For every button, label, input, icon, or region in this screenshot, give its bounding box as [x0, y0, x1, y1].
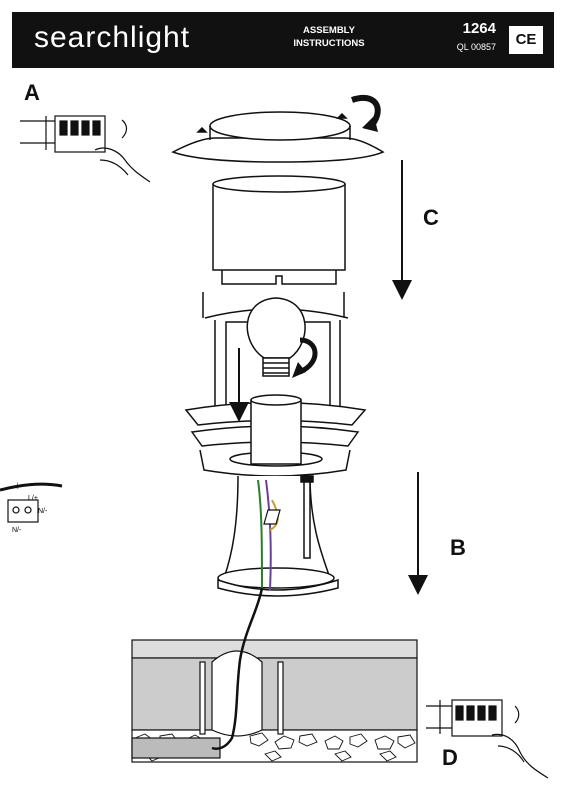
step-label-a: A [24, 80, 40, 105]
lamp-lid [171, 111, 385, 163]
title-line-1: ASSEMBLY [303, 25, 355, 36]
rotate-arrow-bulb [298, 337, 318, 375]
title-line-2: INSTRUCTIONS [293, 38, 365, 49]
document-title: ASSEMBLY INSTRUCTIONS [274, 24, 384, 50]
earth-wire [257, 479, 263, 591]
model-number: 1264 [462, 20, 496, 37]
light-bulb [246, 297, 306, 377]
step-label-c: C [423, 205, 439, 230]
terminal-block-d [426, 699, 549, 779]
brand-logo: searchlight [34, 21, 191, 54]
step-label-d: D [442, 745, 458, 770]
step-label-b: B [450, 535, 466, 560]
connector-block [263, 509, 281, 525]
ce-mark: CE [509, 26, 543, 54]
terminal-block-a [20, 115, 151, 183]
fixing-bolt [300, 475, 314, 559]
earth-label: ⏚ [14, 482, 21, 490]
neutral-label-2: N/- [12, 527, 22, 534]
ground-section [131, 639, 418, 763]
supply-cable [211, 587, 264, 750]
live-label: L/+ [28, 495, 38, 502]
neutral-label-1: N/- [38, 508, 48, 515]
document-code: QL 00857 [456, 42, 496, 52]
connection-detail [0, 482, 63, 523]
lamp-shade [212, 175, 346, 285]
lamp-base [217, 475, 339, 597]
header-bar: searchlight ASSEMBLY INSTRUCTIONS 1264 Q… [12, 12, 554, 68]
